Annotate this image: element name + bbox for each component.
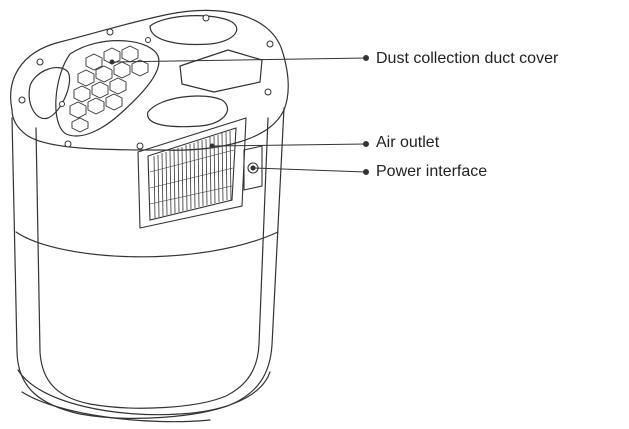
hex-filter-frame bbox=[56, 41, 159, 136]
hex-pattern bbox=[70, 46, 148, 132]
body-front-rim bbox=[36, 118, 268, 408]
leader-lines bbox=[110, 56, 369, 175]
top-handle-slot bbox=[150, 16, 237, 45]
bottom-handle-slot bbox=[148, 96, 228, 127]
device-body bbox=[12, 108, 284, 422]
leader-dust bbox=[112, 58, 366, 62]
dust-cover-label: Dust collection duct cover bbox=[376, 50, 558, 68]
leader-power bbox=[253, 168, 366, 172]
left-handle-slot bbox=[29, 68, 69, 119]
body-outline bbox=[12, 108, 284, 418]
body-seam bbox=[16, 232, 278, 257]
power-interface-label: Power interface bbox=[376, 163, 487, 181]
top-outline bbox=[11, 10, 289, 150]
device-top bbox=[11, 10, 289, 150]
dust-cover-panel bbox=[180, 50, 262, 92]
air-outlet-label: Air outlet bbox=[376, 134, 439, 152]
air-outlet bbox=[138, 118, 246, 228]
